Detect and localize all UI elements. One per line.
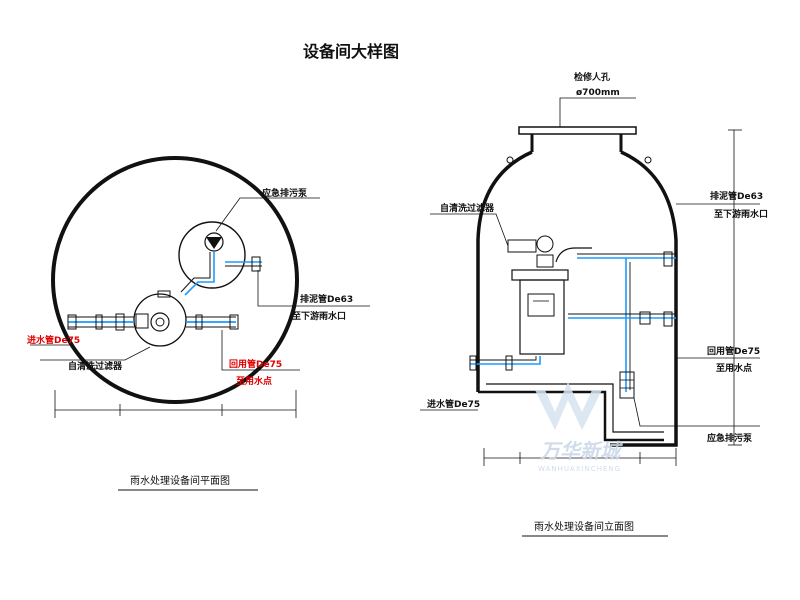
plan-label-filter: 自清洗过滤器 xyxy=(68,360,123,372)
plan-inlet-valve-2 xyxy=(115,313,125,331)
plan-label-inlet: 进水管De75 xyxy=(27,334,80,346)
section-label-sludge-dest: 至下游雨水口 xyxy=(714,208,768,220)
plan-pump-leader xyxy=(215,197,320,232)
section-lift-eye-left xyxy=(506,156,514,164)
plan-pump-sump xyxy=(178,221,246,289)
plan-label-sludge: 排泥管De63 xyxy=(300,293,353,305)
plan-label-reuse-dest: 至用水点 xyxy=(236,375,272,387)
section-label-pump: 应急排污泵 xyxy=(707,432,753,444)
plan-inlet-valve xyxy=(95,314,103,330)
section-inlet-pipe-edge xyxy=(470,356,537,361)
section-view: 检修人孔 ø700mm 自清洗过滤器 排泥管De63 至下游雨水口 回用管De7… xyxy=(420,71,768,537)
section-caption: 雨水处理设备间立面图 xyxy=(534,520,634,533)
section-riser-pipe xyxy=(555,247,592,263)
section-lift-eye-right xyxy=(644,156,652,164)
plan-pump-symbol xyxy=(204,232,224,252)
plan-label-reuse: 回用管De75 xyxy=(229,358,282,370)
plan-filter-leader xyxy=(40,346,151,361)
section-filter-leader xyxy=(430,213,509,247)
section-tank-base-inner xyxy=(486,383,664,433)
plan-filter-tank xyxy=(133,293,187,347)
section-tank-wall xyxy=(476,150,678,447)
plan-inlet-flange xyxy=(67,314,77,330)
section-filter-panel xyxy=(527,293,555,317)
section-pump xyxy=(619,371,635,399)
section-label-manhole: 检修人孔 xyxy=(574,71,610,83)
section-filter-body xyxy=(511,269,569,281)
section-inlet-pipe xyxy=(470,356,541,365)
plan-pump-pipe xyxy=(184,252,215,296)
section-filter-gear xyxy=(536,235,554,253)
section-sludge-flange xyxy=(663,251,673,267)
plan-caption: 雨水处理设备间平面图 xyxy=(130,474,230,487)
brand-watermark: 万华新城 WANHUAXINCHENG xyxy=(535,382,623,473)
section-label-manhole-size: ø700mm xyxy=(576,88,620,98)
drawing-title: 设备间大样图 xyxy=(303,42,399,61)
plan-filter-motor xyxy=(135,313,149,329)
section-inlet-flange xyxy=(469,355,477,371)
plan-sludge-flange xyxy=(251,256,261,272)
plan-view: 应急排污泵 排泥管De63 至下游雨水口 进水管De75 自清洗过滤器 回用管D… xyxy=(27,156,370,491)
watermark-sub: WANHUAXINCHENG xyxy=(538,465,621,473)
plan-reuse-valve xyxy=(195,314,203,330)
plan-pump-triangle-icon xyxy=(206,237,222,249)
watermark-logo-icon xyxy=(535,382,602,430)
plan-room-wall xyxy=(51,156,299,404)
section-label-inlet: 进水管De75 xyxy=(427,398,480,410)
section-manhole-leader xyxy=(559,97,636,127)
watermark-brand: 万华新城 xyxy=(539,439,623,463)
section-filter-tank xyxy=(519,279,565,355)
section-label-filter: 自清洗过滤器 xyxy=(440,202,495,214)
section-inlet-valve xyxy=(505,355,513,371)
section-label-reuse: 回用管De75 xyxy=(707,345,760,357)
plan-filter-core xyxy=(150,312,170,332)
plan-sludge-leader xyxy=(257,270,370,307)
plan-filter-top xyxy=(157,290,171,298)
section-bottom-dimension xyxy=(483,448,677,466)
section-reuse-valve xyxy=(639,311,651,325)
section-filter-motor xyxy=(507,239,537,253)
plan-label-pump: 应急排污泵 xyxy=(262,187,308,199)
section-reuse-flange xyxy=(663,311,673,327)
section-label-sludge: 排泥管De63 xyxy=(710,190,763,202)
plan-filter-core-inner xyxy=(155,317,165,327)
plan-pump-pipe-black xyxy=(180,252,211,293)
plan-label-sludge-dest: 至下游雨水口 xyxy=(292,310,346,322)
section-label-reuse-dest: 至用水点 xyxy=(716,362,752,374)
plan-reuse-flange xyxy=(229,314,239,330)
section-filter-head xyxy=(536,254,554,268)
section-manhole-lid xyxy=(518,126,637,135)
plan-dimension xyxy=(54,390,297,418)
plan-reuse-leader xyxy=(221,330,300,371)
section-pump-leader xyxy=(633,397,760,427)
